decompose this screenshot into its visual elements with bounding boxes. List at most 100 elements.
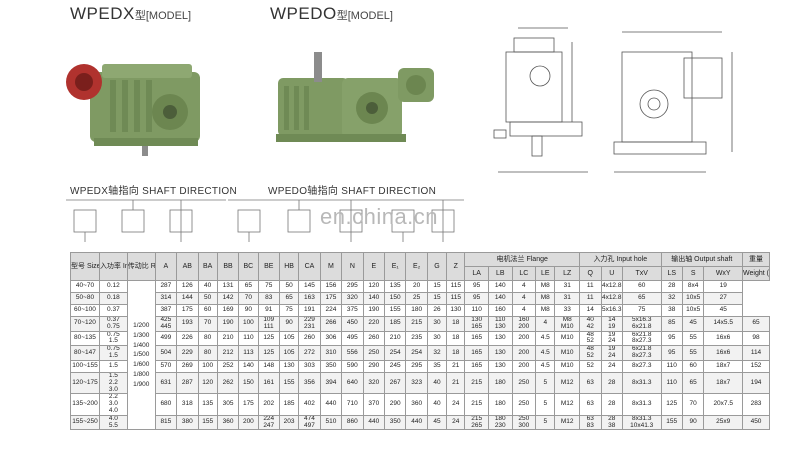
cell-value: 33 bbox=[554, 304, 581, 317]
cell-value: 306 bbox=[319, 330, 343, 347]
cell-value: 32 bbox=[660, 292, 683, 305]
cell-value: 260 bbox=[298, 330, 321, 347]
cell-value: 95 bbox=[660, 330, 683, 347]
cell-value: 590 bbox=[341, 359, 364, 373]
cell-value: 165 bbox=[464, 345, 489, 361]
cell-value: 60 bbox=[681, 359, 705, 373]
cell-value: 200 bbox=[511, 345, 537, 361]
cell-value: 95 bbox=[464, 292, 489, 305]
cell-value: 125 bbox=[660, 393, 683, 416]
cell-value: 250 bbox=[362, 345, 386, 361]
cell-value: 402 bbox=[298, 393, 321, 416]
cell-value: 370 bbox=[362, 393, 386, 416]
cell-value: 65 bbox=[621, 292, 662, 305]
cell-value: 70 bbox=[197, 316, 218, 332]
cell-value: 65 bbox=[742, 316, 770, 332]
header-hb: HB bbox=[278, 252, 300, 281]
cell-value: 4x12.8 bbox=[600, 292, 623, 305]
cell-value: 25 bbox=[405, 292, 428, 305]
cell-size: 100~155 bbox=[70, 359, 100, 373]
cell-value: 160 bbox=[487, 304, 513, 317]
cell-size: 135~200 bbox=[70, 393, 100, 416]
cell-value: 267 bbox=[383, 371, 407, 395]
cell-value: 110 bbox=[660, 359, 683, 373]
header-q: Q bbox=[579, 266, 602, 281]
cell-value: 142 bbox=[216, 292, 240, 305]
cell-value: 175 bbox=[176, 304, 199, 317]
cell-value: 95 bbox=[464, 280, 489, 293]
cell-value: 4.5 bbox=[535, 359, 556, 373]
cell-value: 155 bbox=[660, 414, 683, 431]
cell-value: 70 bbox=[238, 292, 259, 305]
cell-value: 860 bbox=[341, 414, 364, 431]
cell-value: 38 bbox=[660, 304, 683, 317]
cell-value: 35 bbox=[426, 359, 448, 373]
cell-size: 155~250 bbox=[70, 414, 100, 431]
front-view-drawing bbox=[613, 31, 733, 173]
cell-value: 75 bbox=[621, 304, 662, 317]
cell-value: 150 bbox=[383, 292, 407, 305]
cell-value: 4.5 bbox=[535, 330, 556, 347]
cell-value: M8 bbox=[535, 292, 556, 305]
wpedx-model-name: WPEDX bbox=[70, 4, 135, 23]
cell-value: 130 bbox=[487, 359, 513, 373]
header-z: Z bbox=[446, 252, 466, 281]
cell-value: 40 bbox=[426, 393, 448, 416]
header-s: S bbox=[681, 266, 705, 281]
cell-value: 194 bbox=[742, 371, 770, 395]
wpedx-model-label: 型[MODEL] bbox=[134, 10, 192, 22]
cell-value: 320 bbox=[341, 292, 364, 305]
cell-value: 28 bbox=[600, 371, 623, 395]
cell-value: 65 bbox=[681, 371, 705, 395]
cell-value: 229 bbox=[176, 345, 199, 361]
cell-value: 710 bbox=[341, 393, 364, 416]
wpedx-shaft-direction-title: WPEDX轴指向 SHAFT DIRECTION bbox=[70, 186, 238, 197]
cell-value: 40 bbox=[426, 371, 448, 395]
cell-value: 169 bbox=[216, 304, 240, 317]
cell-value: 21 bbox=[446, 371, 466, 395]
cell-value: 25x9 bbox=[703, 414, 744, 431]
header-ba: BA bbox=[197, 252, 218, 281]
cell-value: 504 bbox=[154, 345, 178, 361]
cell-value: 440 bbox=[362, 414, 386, 431]
cell-value: 105 bbox=[278, 345, 300, 361]
wpedo-model-name: WPEDO bbox=[270, 4, 337, 23]
cell-value: 226 bbox=[176, 330, 199, 347]
cell-value: 40 bbox=[197, 280, 218, 293]
header-la: LA bbox=[464, 266, 489, 281]
cell-value: 175 bbox=[319, 292, 343, 305]
cell-value: 18 bbox=[446, 316, 466, 332]
header-group-weight: 重量 bbox=[742, 252, 770, 267]
cell-value: 200 bbox=[511, 359, 537, 373]
cell-value: 495 bbox=[341, 330, 364, 347]
cell-value: 10x5 bbox=[681, 304, 705, 317]
cell-value: 45 bbox=[703, 304, 744, 317]
cell-value: 60 bbox=[197, 304, 218, 317]
cell-value: 5 bbox=[535, 371, 556, 395]
cell-value: 50 bbox=[197, 292, 218, 305]
cell-value: 140 bbox=[362, 292, 386, 305]
cell-value: 15 bbox=[426, 292, 448, 305]
wpedo-gearbox-image bbox=[276, 52, 434, 142]
header-ratio: 传动比 Ratio bbox=[126, 252, 156, 281]
cell-value: 63 bbox=[579, 371, 602, 395]
cell-value: M12 bbox=[554, 393, 581, 416]
cell-value: 235 bbox=[405, 330, 428, 347]
cell-value: 126 bbox=[176, 280, 199, 293]
cell-value: 18 bbox=[446, 345, 466, 361]
cell-value: M12 bbox=[554, 371, 581, 395]
cell-value: 200 bbox=[238, 414, 259, 431]
cell-input: 0.37 bbox=[98, 304, 128, 317]
